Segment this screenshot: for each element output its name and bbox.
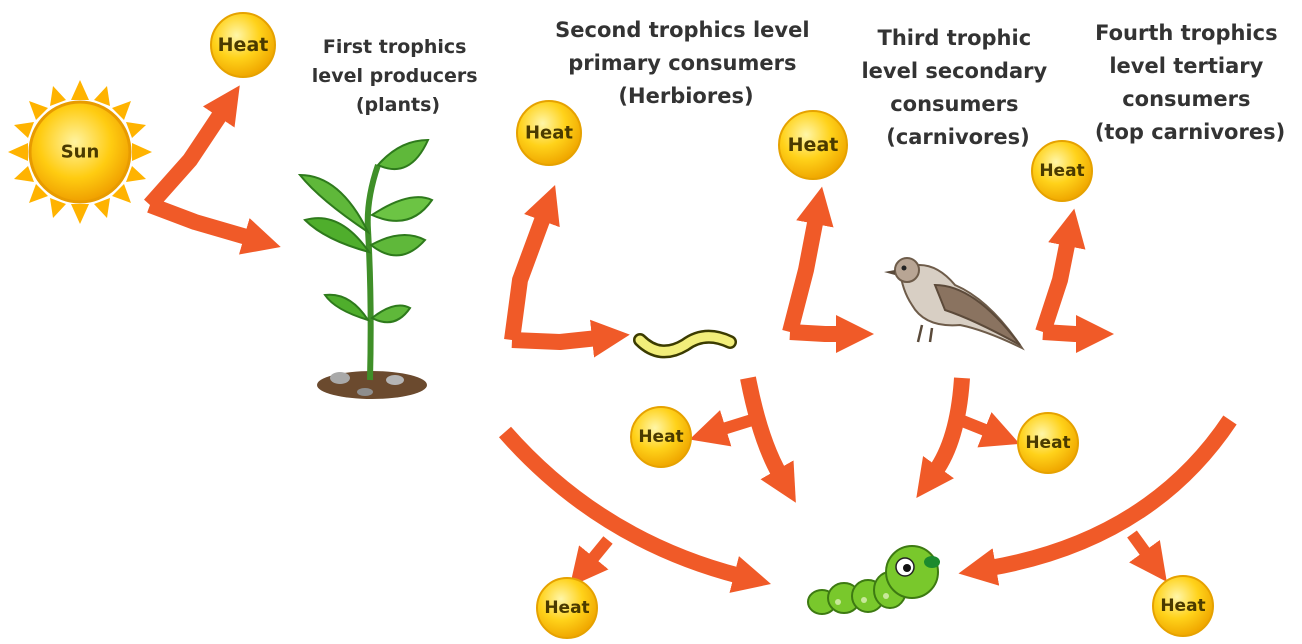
svg-text:Heat: Heat: [544, 598, 589, 618]
arrow-l4-to-heat: [1043, 240, 1068, 332]
heat-badge-bird-branch: Heat: [1018, 413, 1078, 473]
svg-text:Heat: Heat: [1160, 596, 1205, 616]
arrow-plant-to-decomposer: [505, 432, 740, 576]
arrow-l2-to-worm: [512, 338, 598, 342]
worm-icon: [640, 337, 730, 352]
svg-text:Heat: Heat: [788, 134, 839, 156]
level-label-producers: First trophics level producers (plants): [312, 36, 484, 116]
svg-text:Heat: Heat: [218, 34, 269, 56]
level-label-tertiary-consumers: Fourth trophics level tertiary consumers…: [1095, 21, 1285, 144]
svg-text:Heat: Heat: [1025, 433, 1070, 453]
arrow-worm-to-decomposer: [748, 378, 780, 475]
arrow-l4-out: [1043, 332, 1082, 334]
bird-icon: [884, 258, 1022, 348]
arrow-worm-branch-to-heat: [720, 420, 752, 430]
svg-text:Heat: Heat: [525, 123, 573, 144]
arrow-sun-to-plant: [150, 205, 250, 238]
sun-icon: Sun: [8, 80, 152, 224]
heat-badge-level3: Heat: [779, 111, 847, 179]
heat-badge-level2: Heat: [517, 101, 581, 165]
arrow-l2-to-heat: [512, 215, 544, 340]
sun-label: Sun: [61, 142, 100, 163]
heat-badge-top: Heat: [211, 13, 275, 77]
arrow-bird-branch-to-heat: [960, 420, 990, 432]
arrow-branch-to-heat-br: [1132, 534, 1148, 556]
arrow-l3-to-bird: [790, 332, 842, 334]
level-label-primary-consumers: Second trophics level primary consumers …: [555, 18, 817, 108]
svg-text:Heat: Heat: [638, 427, 683, 447]
arrow-l3-to-heat: [790, 218, 816, 332]
heat-badge-bottom-left: Heat: [537, 578, 597, 638]
arrow-bird-to-decomposer: [935, 378, 962, 472]
caterpillar-icon: [808, 546, 940, 614]
arrow-sun-to-heat: [150, 112, 222, 205]
svg-text:Heat: Heat: [1039, 161, 1084, 181]
heat-badge-worm-branch: Heat: [631, 407, 691, 467]
arrow-branch-to-heat-bl: [590, 540, 608, 562]
heat-badge-bottom-right: Heat: [1153, 576, 1213, 636]
level-label-secondary-consumers: Third trophic level secondary consumers …: [861, 26, 1054, 149]
heat-badge-level4: Heat: [1032, 141, 1092, 201]
plant-icon: [300, 140, 432, 399]
